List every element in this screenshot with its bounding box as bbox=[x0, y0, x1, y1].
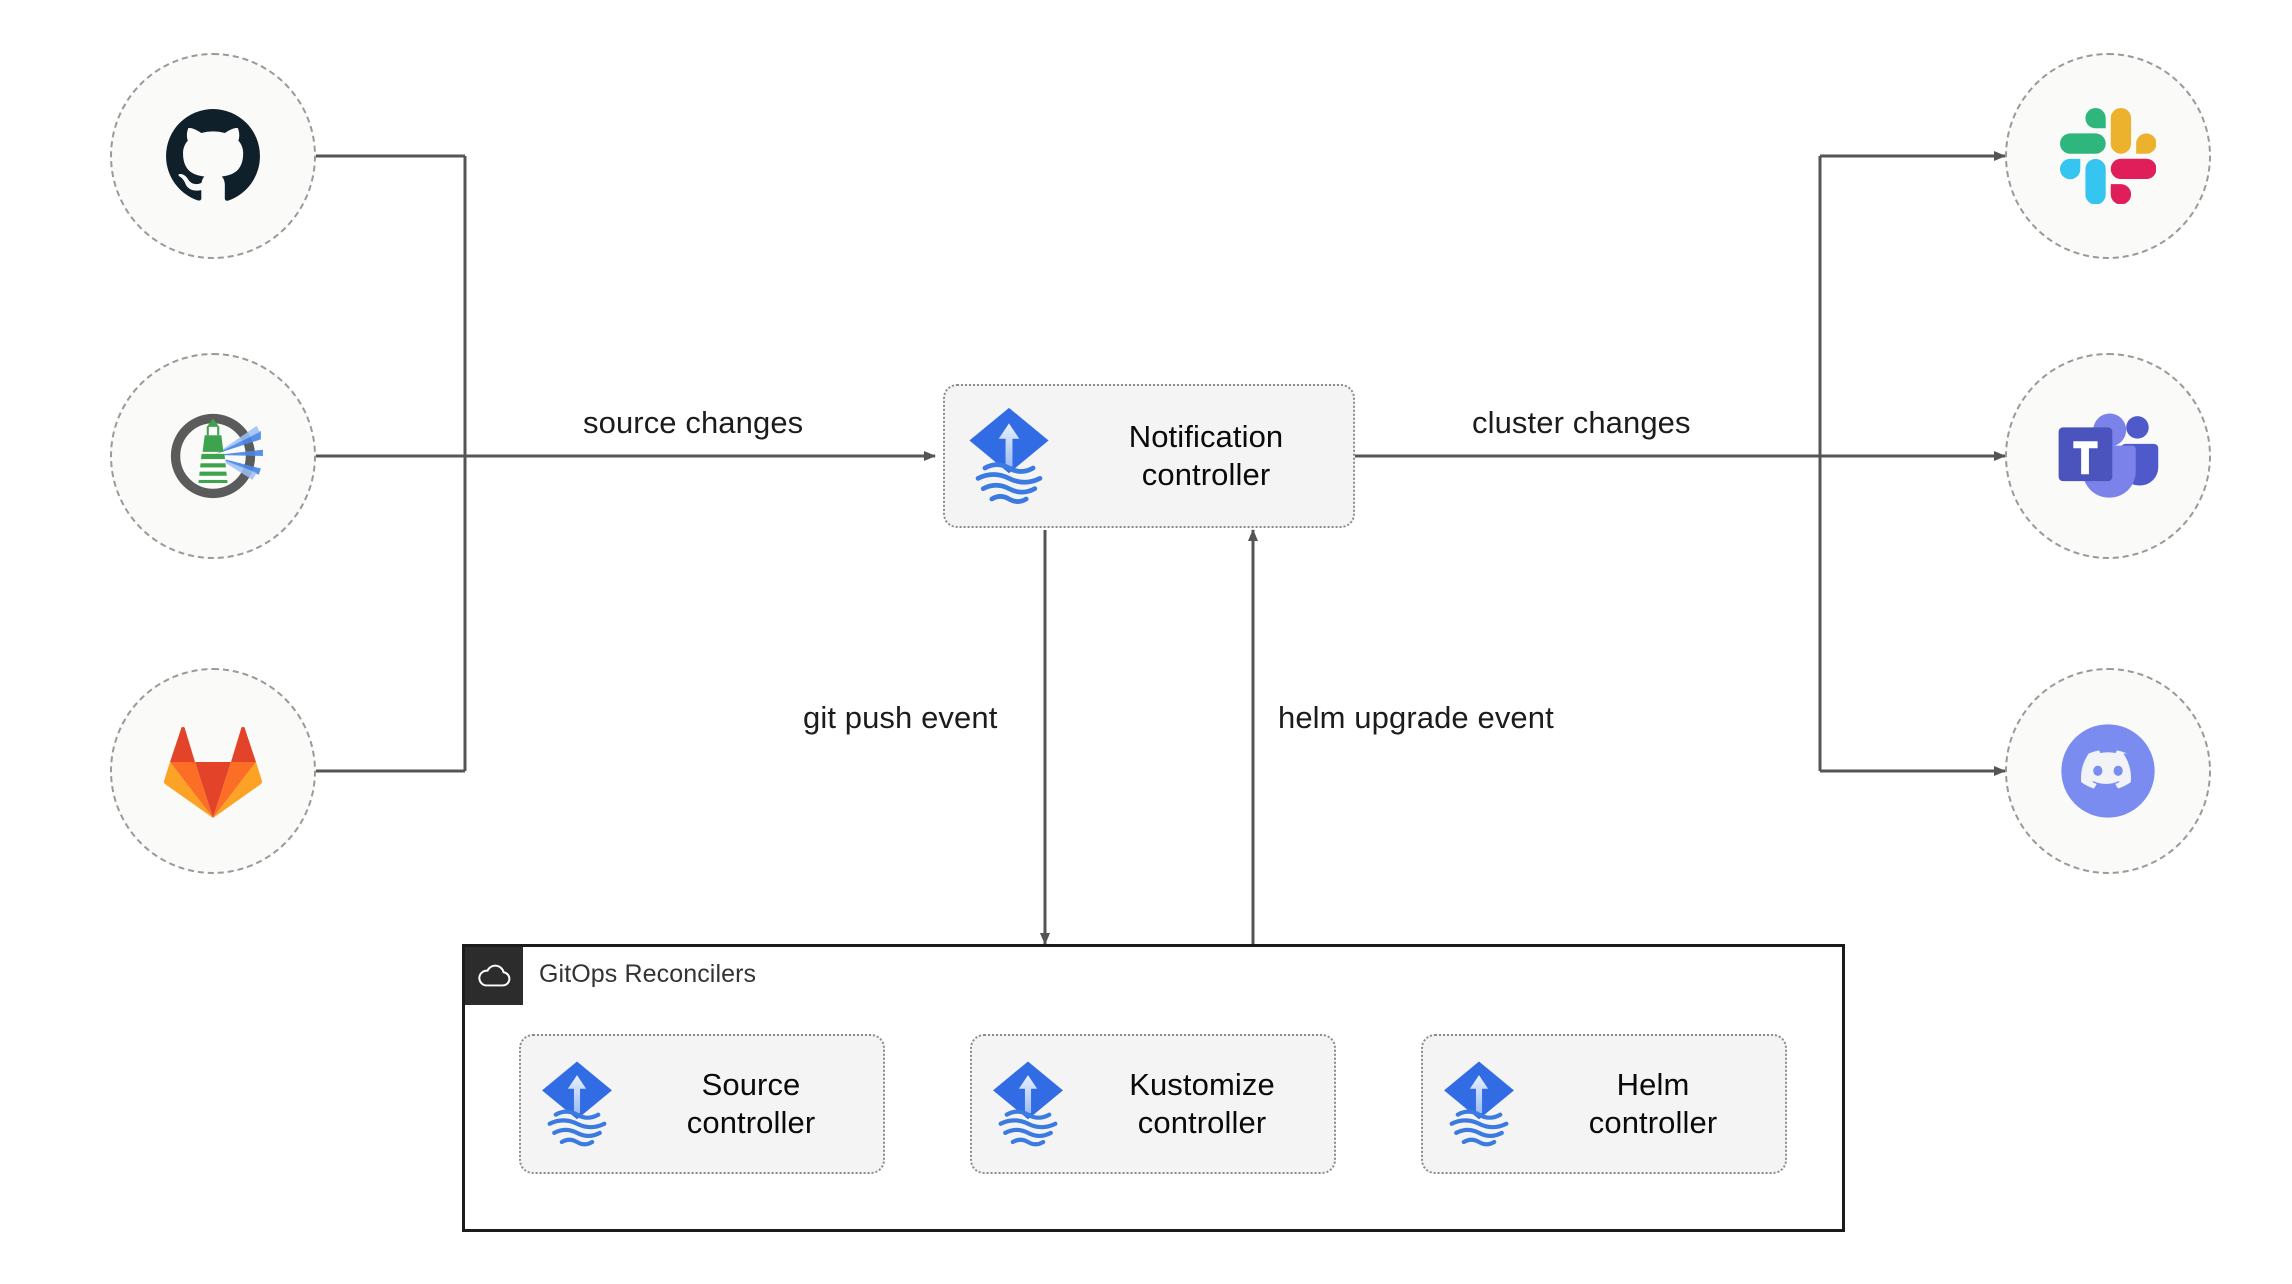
destination-node-slack[interactable] bbox=[2005, 53, 2211, 259]
source-node-github[interactable] bbox=[110, 53, 316, 259]
helm-controller-card[interactable]: Helm controller bbox=[1421, 1034, 1787, 1174]
discord-icon bbox=[2055, 718, 2161, 824]
edge-label-source-changes: source changes bbox=[583, 405, 804, 440]
slack-icon bbox=[2060, 108, 2156, 204]
edge-label-helm-upgrade-event: helm upgrade event bbox=[1278, 700, 1554, 735]
github-icon bbox=[164, 107, 262, 205]
kustomize-controller-label: Kustomize controller bbox=[1129, 1066, 1275, 1140]
source-node-gitlab[interactable] bbox=[110, 668, 316, 874]
gitops-reconcilers-title: GitOps Reconcilers bbox=[539, 960, 757, 988]
edge-label-cluster-changes: cluster changes bbox=[1472, 405, 1691, 440]
flux-icon bbox=[521, 1057, 633, 1151]
destination-node-discord[interactable] bbox=[2005, 668, 2211, 874]
cloud-icon bbox=[465, 947, 523, 1005]
source-controller-card[interactable]: Source controller bbox=[519, 1034, 885, 1174]
notification-controller-label: Notification controller bbox=[1128, 418, 1284, 492]
destination-node-teams[interactable] bbox=[2005, 353, 2211, 559]
harbor-icon bbox=[161, 404, 265, 508]
source-node-harbor[interactable] bbox=[110, 353, 316, 559]
flux-icon bbox=[945, 404, 1073, 508]
gitops-reconcilers-group: GitOps Reconcilers bbox=[462, 944, 1845, 1232]
notification-controller-card[interactable]: Notification controller bbox=[943, 384, 1355, 528]
flux-icon bbox=[972, 1057, 1084, 1151]
helm-controller-label: Helm controller bbox=[1588, 1066, 1718, 1140]
teams-icon bbox=[2056, 408, 2160, 504]
kustomize-controller-card[interactable]: Kustomize controller bbox=[970, 1034, 1336, 1174]
edge-label-git-push-event: git push event bbox=[803, 700, 998, 735]
source-controller-label: Source controller bbox=[686, 1066, 816, 1140]
gitlab-icon bbox=[163, 724, 263, 818]
flux-icon bbox=[1423, 1057, 1535, 1151]
